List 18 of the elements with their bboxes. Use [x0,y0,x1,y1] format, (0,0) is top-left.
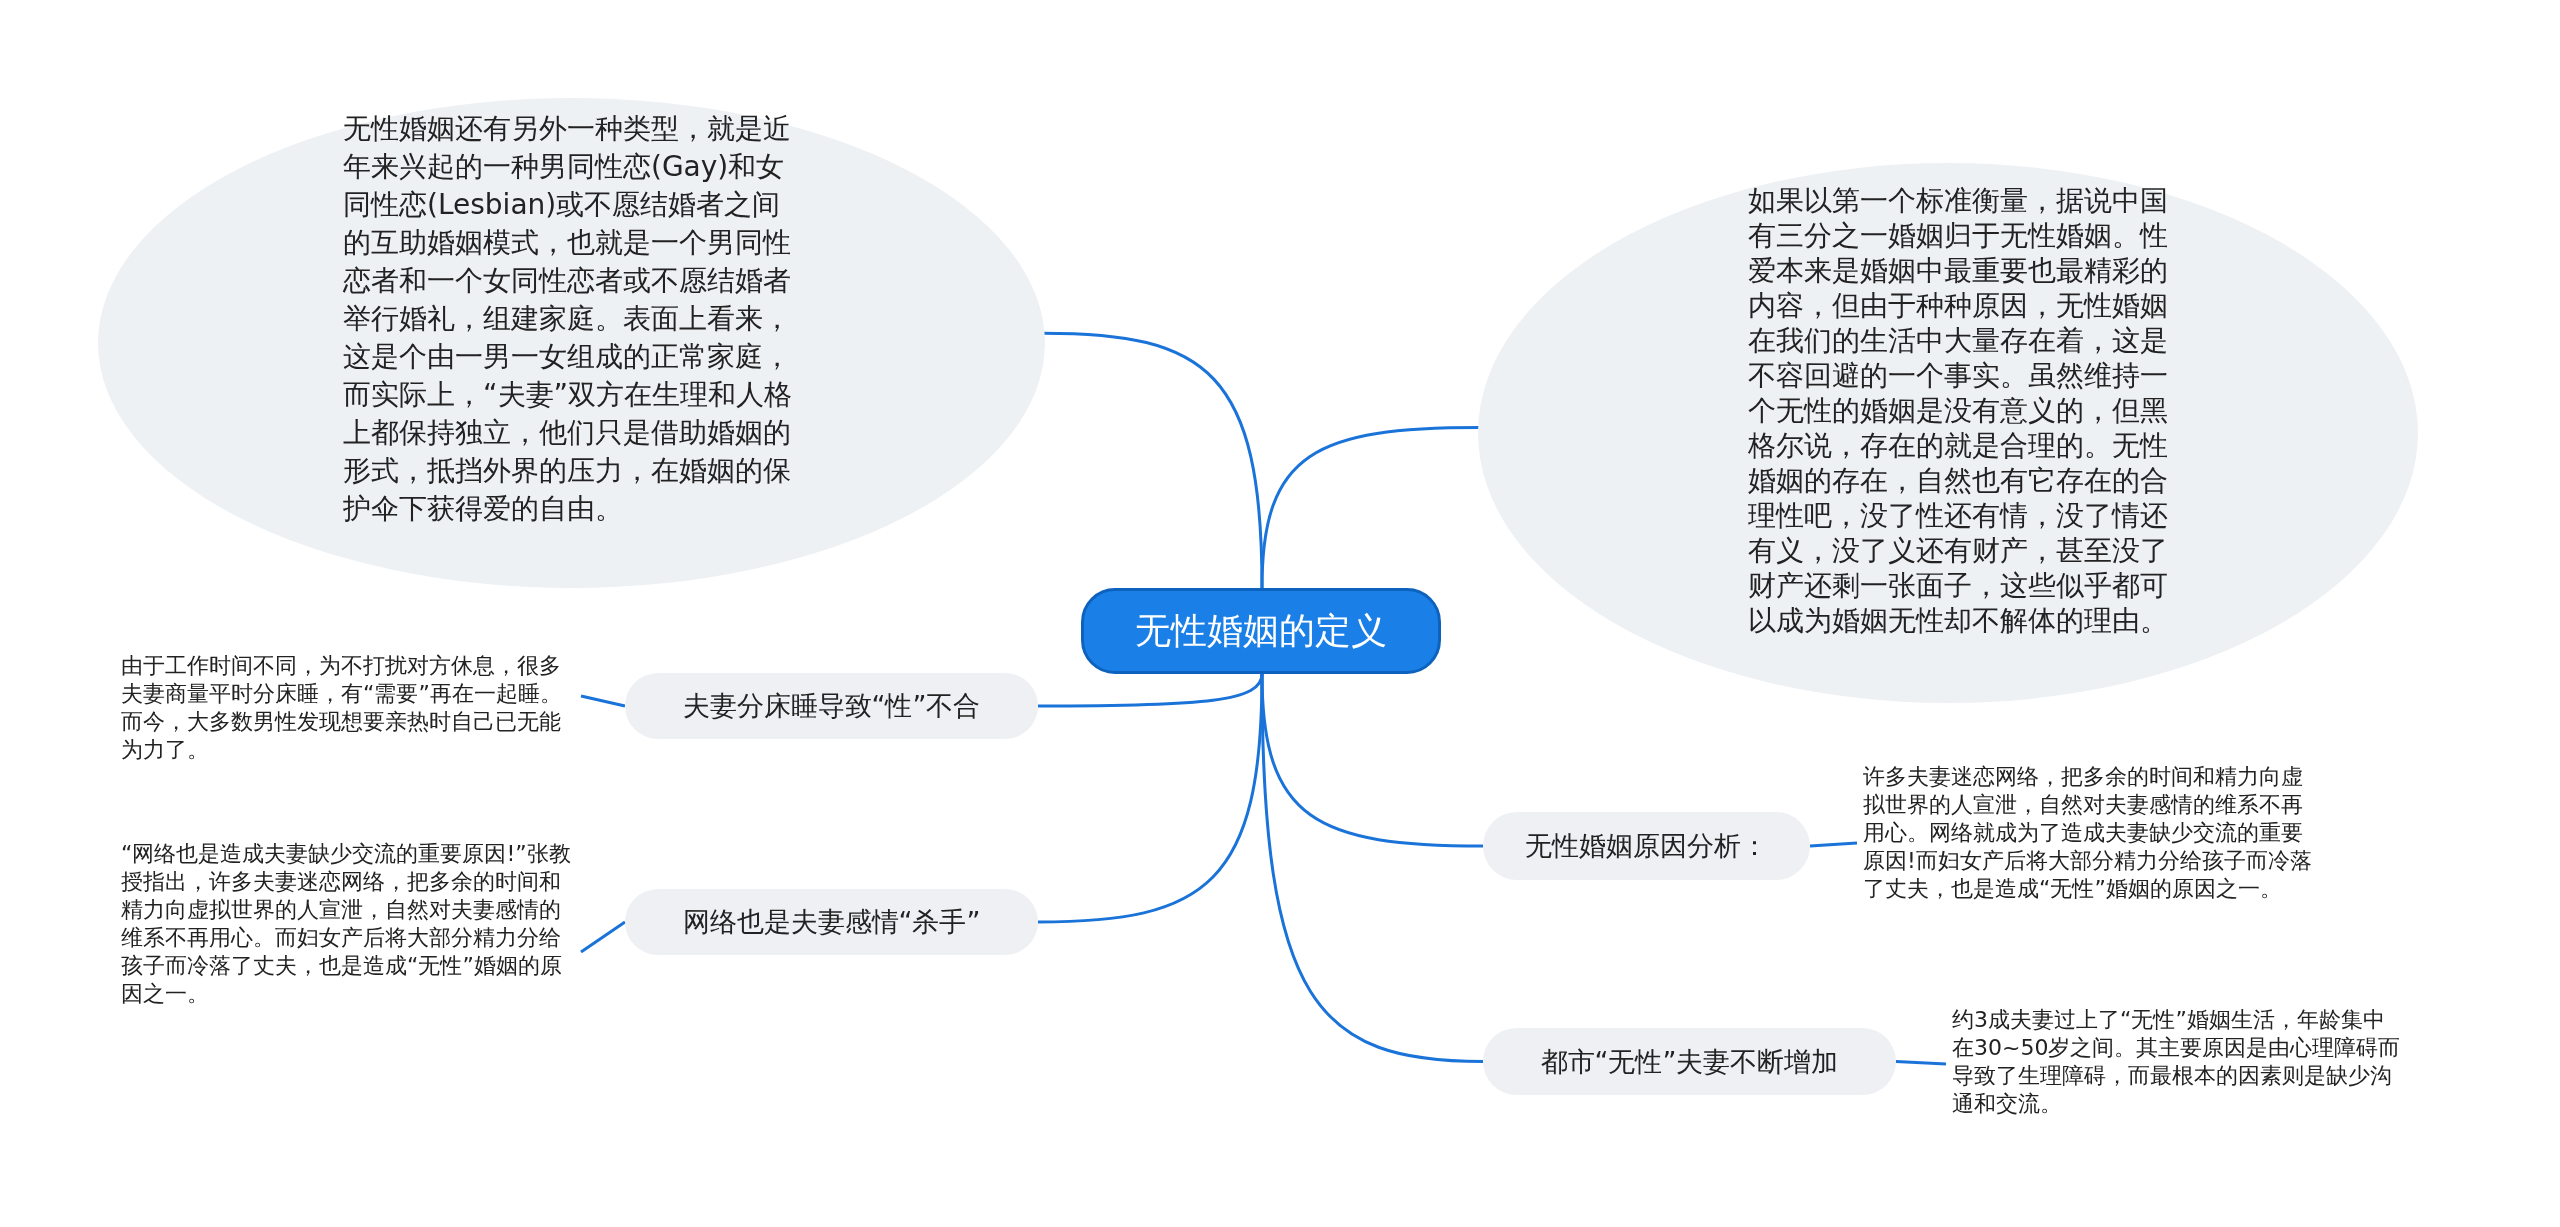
connector-line [580,920,626,954]
branch-pill: 网络也是夫妻感情“杀手” [625,889,1038,955]
connector-line [1809,841,1858,848]
connector-line [1037,673,1264,924]
note-text: “网络也是造成夫妻缺少交流的重要原因!”张教授指出，许多夫妻迷恋网络，把多余的时间和精力向虚拟世界的人宣泄，自然对夫妻感情的维系不再用心。而妇女产后将大部分精力分给孩子而冷落了丈夫，也是造成“无性”婚姻的原因之一。 [121,840,575,1008]
connector-line [1260,673,1484,1063]
central-topic-box: 无性婚姻的定义 [1081,588,1441,674]
note-text: 由于工作时间不同，为不打扰对方休息，很多夫妻商量平时分床睡，有“需要”再在一起睡。而今，大多数男性发现想要亲热时自己已无能为力了。 [121,652,575,764]
branch-pill: 夫妻分床睡导致“性”不合 [625,673,1038,739]
note-text: 约3成夫妻过上了“无性”婚姻生活，年龄集中在30~50岁之间。其主要原因是由心理障碍而导致了生理障碍，而最根本的因素则是缺少沟通和交流。 [1952,1006,2404,1118]
bubble-text: 无性婚姻还有另外一种类型，就是近年来兴起的一种男同性恋(Gay)和女同性恋(Lesbian)或不愿结婚者之间的互助婚姻模式，也就是一个男同性恋者和一个女同性恋者或不愿结婚者举行婚礼，组建家庭。表面上看来，这是个由一男一女组成的正常家庭，而实际上，“夫妻”双方在生理和人格上都保持独立，他们只是借助婚姻的形式，抵挡外界的压力，在婚姻的保护伞下获得爱的自由。 [343,111,793,527]
branch-pill: 无性婚姻原因分析： [1483,812,1810,880]
bubble-text: 如果以第一个标准衡量，据说中国有三分之一婚姻归于无性婚姻。性爱本来是婚姻中最重要也最精彩的内容，但由于种种原因，无性婚姻在我们的生活中大量存在着，这是不容回避的一个事实。虽然维持一个无性的婚姻是没有意义的，但黑格尔说，存在的就是合理的。无性婚姻的存在，自然也有它存在的合理性吧，没了性还有情，没了情还有义，没了义还有财产，甚至没了财产还剩一张面子，这些似乎都可以成为婚姻无性却不解体的理由。 [1748,183,2169,638]
note-text: 许多夫妻迷恋网络，把多余的时间和精力向虚拟世界的人宣泄，自然对夫妻感情的维系不再用心。网络就成为了造成夫妻缺少交流的重要原因!而妇女产后将大部分精力分给孩子而冷落了丈夫，也是造成“无性”婚姻的原因之一。 [1863,763,2319,903]
branch-pill: 都市“无性”夫妻不断增加 [1483,1028,1896,1095]
connector-line [1895,1060,1947,1066]
connector-line [580,694,626,708]
connector-line [1042,331,1264,589]
